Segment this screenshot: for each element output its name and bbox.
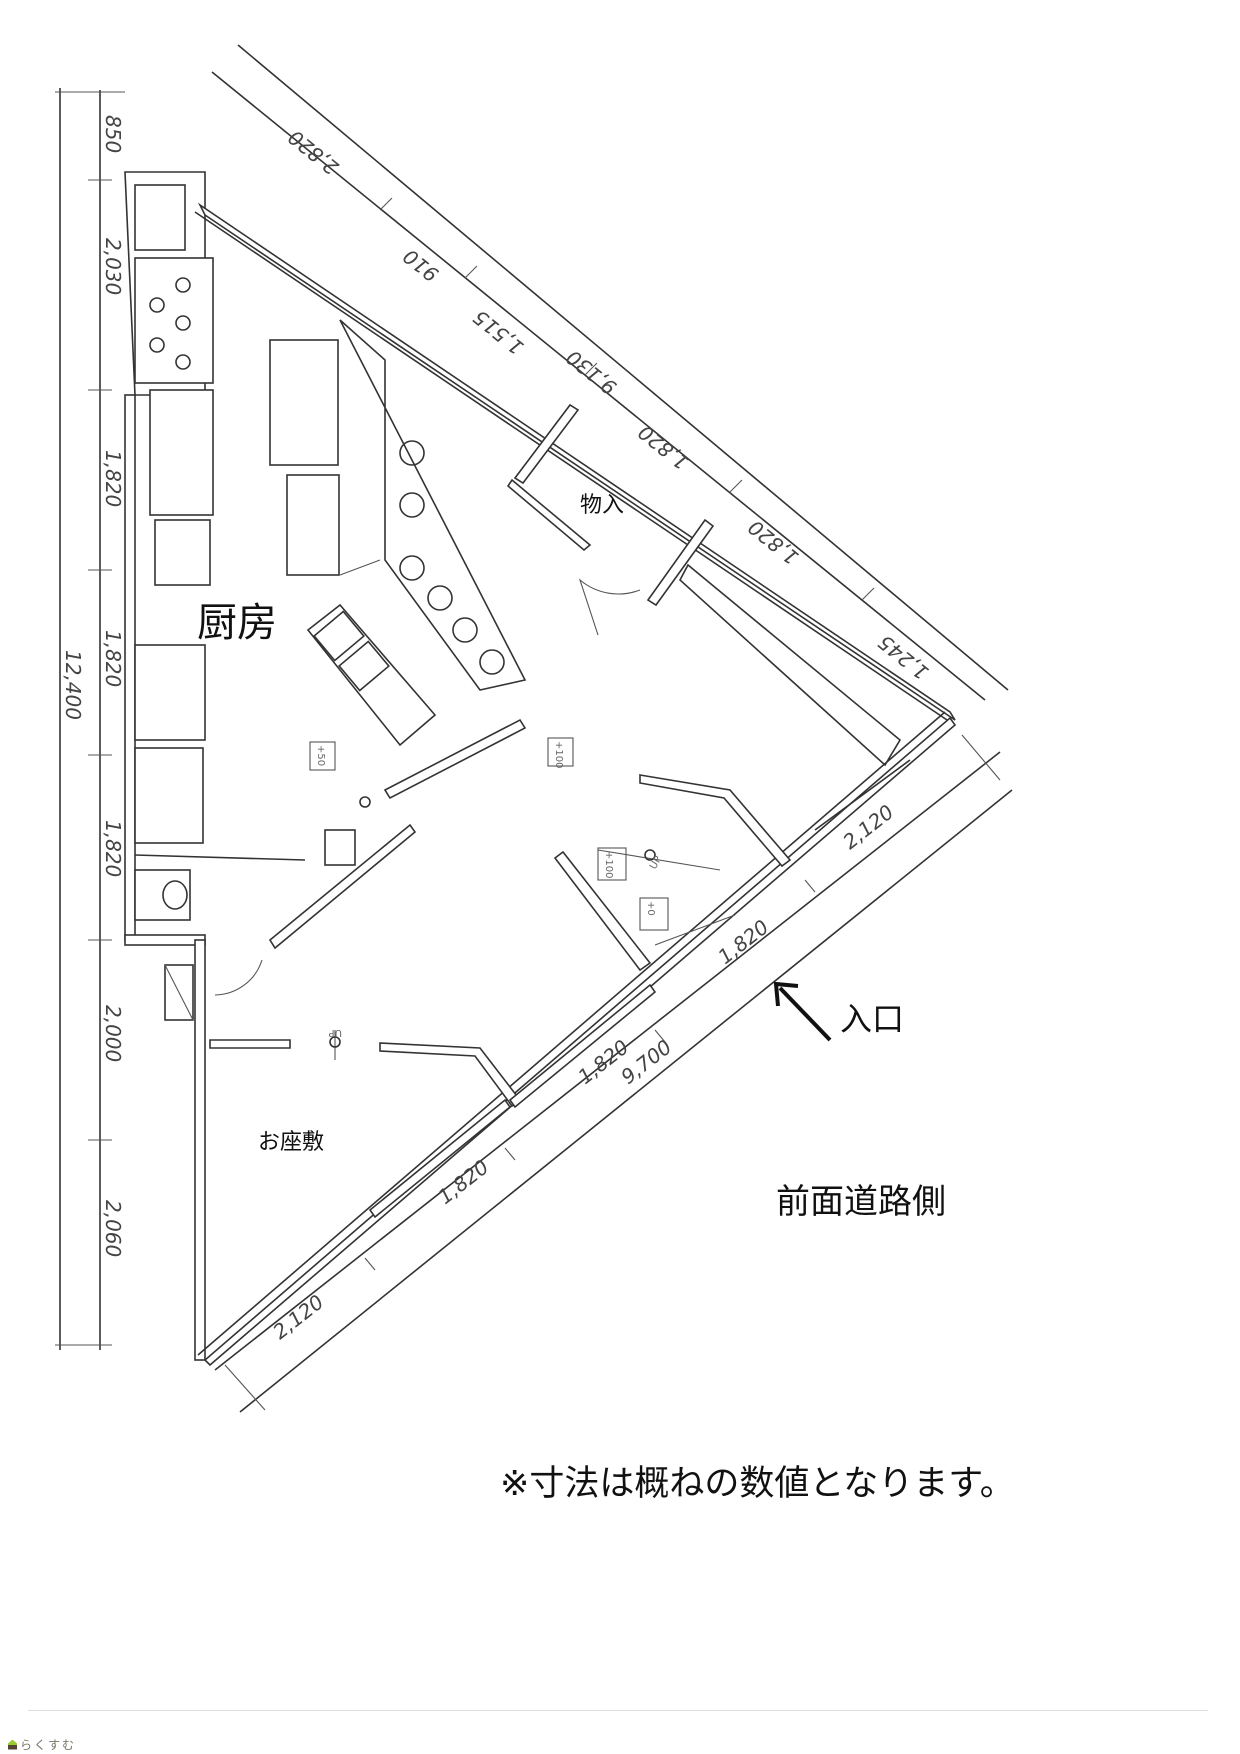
- dim-bottom-total: 9,700: [616, 1035, 676, 1089]
- dim-top-3: 1,515: [469, 305, 529, 360]
- dim-left-1: 850: [101, 115, 125, 153]
- level-tag-entrance: +0: [645, 901, 656, 916]
- dim-top-6: 1,820: [744, 515, 804, 570]
- level-tag-hall: +100: [553, 741, 564, 768]
- brand-logo-text: らくすむ: [20, 1738, 77, 1752]
- entrance-label: 入口: [840, 1000, 905, 1038]
- room-label-tatami: お座敷: [258, 1130, 325, 1155]
- dim-left-6: 2,000: [101, 1005, 125, 1062]
- kitchen-fixtures: [134, 184, 527, 921]
- bottom-dimension-lines: [214, 734, 1013, 1413]
- step-up-label-tatami: UP: [329, 1027, 342, 1038]
- dim-left-2: 2,030: [101, 238, 125, 295]
- step-up-label: UP: [648, 854, 664, 871]
- level-tag-kitchen: +50: [315, 745, 326, 766]
- dim-top-1: 2,820: [284, 125, 344, 180]
- entrance-arrow-icon: [773, 981, 832, 1042]
- road-side-label: 前面道路側: [776, 1182, 946, 1222]
- interior-partitions: [134, 403, 911, 1219]
- dim-left-4: 1,820: [101, 630, 125, 687]
- dim-left-7: 2,060: [101, 1200, 125, 1257]
- top-dimension-lines: [211, 44, 1009, 701]
- left-dimension-labels: 850 2,030 1,820 1,820 1,820 2,000 2,060 …: [61, 115, 125, 1257]
- room-label-kitchen: 厨房: [197, 600, 277, 646]
- dim-top-2: 910: [398, 244, 443, 287]
- dim-left-total: 12,400: [61, 650, 85, 720]
- footer-divider: [28, 1710, 1208, 1711]
- left-dimension-lines: [55, 88, 125, 1350]
- level-tag-step: +100: [603, 851, 614, 878]
- dim-top-4: 9,130: [562, 345, 622, 400]
- house-logo-icon: [8, 1739, 17, 1750]
- dimension-note: ※寸法は概ねの数値となります。: [500, 1464, 1015, 1504]
- brand-logo: らくすむ: [8, 1736, 76, 1753]
- floor-level-tags: +50 +100 +100 +0 UP UP: [309, 737, 669, 1038]
- dim-left-3: 1,820: [101, 450, 125, 507]
- dim-left-5: 1,820: [101, 820, 125, 877]
- dim-top-5: 1,820: [634, 420, 694, 475]
- room-label-storage: 物入: [580, 493, 625, 518]
